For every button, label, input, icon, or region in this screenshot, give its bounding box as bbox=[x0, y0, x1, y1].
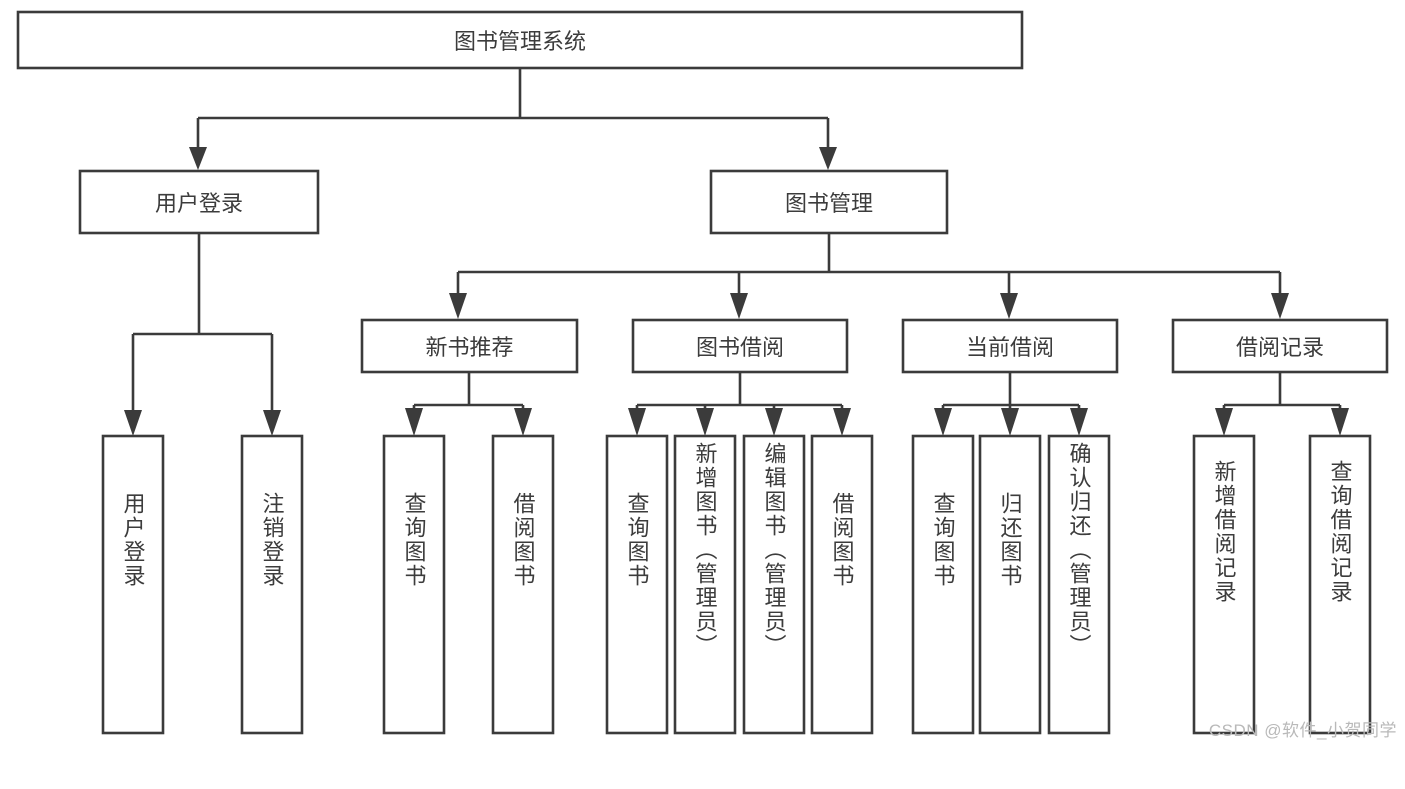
node-box-leaf-logout[interactable] bbox=[240, 434, 304, 735]
node-box-new-book-rec[interactable] bbox=[360, 318, 579, 374]
node-box-leaf-query-book-b[interactable] bbox=[605, 434, 669, 735]
arrow-head-leaf-query-book-c bbox=[934, 408, 952, 436]
arrow-head-leaf-logout bbox=[263, 410, 281, 436]
diagram-canvas: 图书管理系统 用户登录 图书管理 新书推荐 图书借阅 当前借阅 借阅记录 用户登… bbox=[16, 10, 1397, 740]
arrow-head-book-manage bbox=[819, 147, 837, 170]
node-box-book-borrow[interactable] bbox=[631, 318, 849, 374]
node-box-leaf-edit-book[interactable] bbox=[742, 434, 806, 735]
node-box-leaf-query-book-c[interactable] bbox=[911, 434, 975, 735]
tree-diagram-svg bbox=[16, 10, 1389, 735]
node-box-borrow-record[interactable] bbox=[1171, 318, 1389, 374]
arrow-head-borrow-record bbox=[1271, 293, 1289, 319]
node-box-leaf-confirm-return[interactable] bbox=[1047, 434, 1111, 735]
node-box-leaf-add-record[interactable] bbox=[1192, 434, 1256, 735]
node-box-leaf-return-book[interactable] bbox=[978, 434, 1042, 735]
arrow-head-leaf-user-login bbox=[124, 410, 142, 436]
arrow-head-leaf-confirm-return bbox=[1070, 408, 1088, 436]
arrow-head-new-book-rec bbox=[449, 293, 467, 319]
arrow-head-leaf-query-record bbox=[1331, 408, 1349, 436]
arrow-head-user-login bbox=[189, 147, 207, 170]
node-box-book-manage[interactable] bbox=[709, 169, 949, 235]
node-box-leaf-add-book[interactable] bbox=[673, 434, 737, 735]
node-box-leaf-borrow-book-a[interactable] bbox=[491, 434, 555, 735]
node-box-user-login[interactable] bbox=[78, 169, 320, 235]
arrow-head-leaf-borrow-book-a bbox=[514, 408, 532, 436]
node-box-root[interactable] bbox=[16, 10, 1024, 70]
arrow-head-leaf-add-book bbox=[696, 408, 714, 436]
node-box-leaf-user-login[interactable] bbox=[101, 434, 165, 735]
arrow-head-current-borrow bbox=[1000, 293, 1018, 319]
node-box-leaf-query-book-a[interactable] bbox=[382, 434, 446, 735]
arrow-head-leaf-return-book bbox=[1001, 408, 1019, 436]
node-box-leaf-query-record[interactable] bbox=[1308, 434, 1372, 735]
arrow-head-leaf-edit-book bbox=[765, 408, 783, 436]
arrow-head-leaf-query-book-a bbox=[405, 408, 423, 436]
arrow-head-leaf-query-book-b bbox=[628, 408, 646, 436]
arrow-head-leaf-add-record bbox=[1215, 408, 1233, 436]
arrow-head-leaf-borrow-book-b bbox=[833, 408, 851, 436]
node-box-current-borrow[interactable] bbox=[901, 318, 1119, 374]
arrow-head-book-borrow bbox=[730, 293, 748, 319]
node-box-leaf-borrow-book-b[interactable] bbox=[810, 434, 874, 735]
